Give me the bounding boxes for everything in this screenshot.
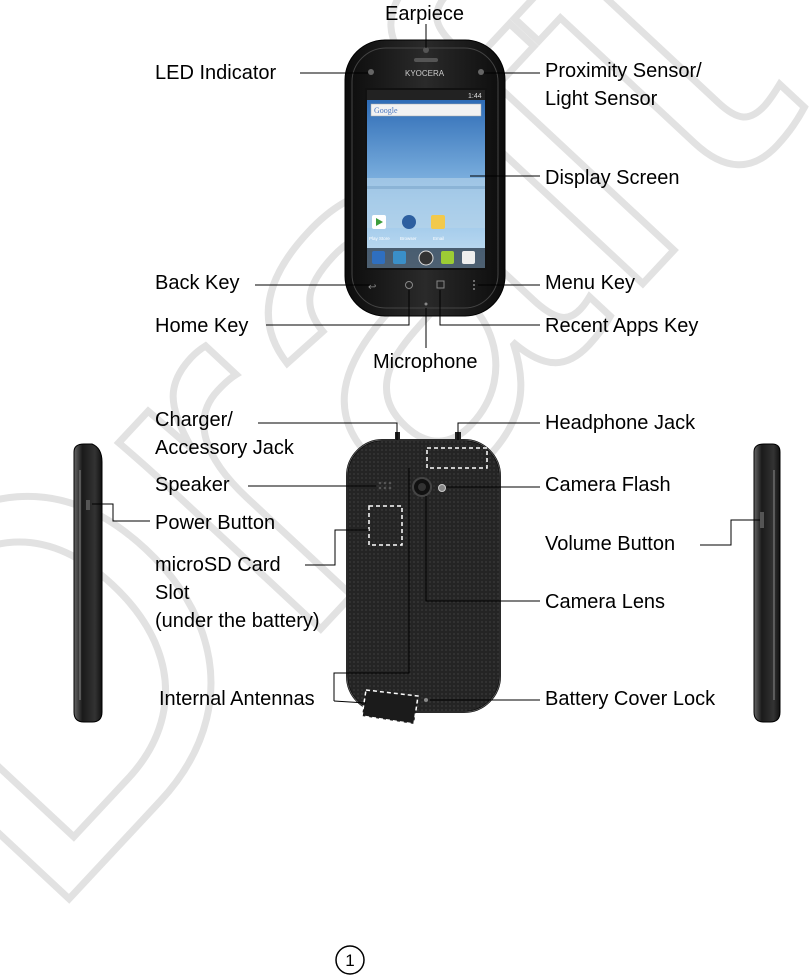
speaker-grille bbox=[378, 481, 392, 490]
label-earpiece: Earpiece bbox=[385, 3, 464, 25]
home-key-icon bbox=[405, 281, 413, 289]
messaging-app-icon bbox=[441, 251, 454, 264]
camera-app-icon bbox=[462, 251, 475, 264]
leader-lines-back bbox=[248, 422, 540, 704]
app-label-browser: Browser bbox=[400, 236, 417, 241]
app-label-email: Email bbox=[433, 236, 444, 241]
antenna-bottom-outline bbox=[361, 689, 419, 725]
app-label-play: Play Store bbox=[369, 236, 390, 241]
phone-app-icon bbox=[372, 251, 385, 264]
microsd-slot-outline bbox=[368, 505, 403, 546]
label-camera-lens: Camera Lens bbox=[545, 591, 666, 613]
label-menu-key: Menu Key bbox=[545, 272, 636, 294]
label-led-indicator: LED Indicator bbox=[155, 62, 277, 84]
page-number-badge: 1 bbox=[335, 945, 365, 975]
all-apps-icon bbox=[418, 250, 434, 266]
label-back-key: Back Key bbox=[155, 272, 240, 294]
email-icon bbox=[431, 215, 445, 229]
label-charger-jack: Charger/ Accessory Jack bbox=[155, 409, 294, 459]
label-speaker: Speaker bbox=[155, 474, 230, 496]
label-internal-antennas: Internal Antennas bbox=[159, 688, 315, 710]
label-camera-flash: Camera Flash bbox=[545, 474, 671, 496]
volume-leader bbox=[700, 519, 760, 546]
volume-button-part bbox=[760, 512, 764, 528]
microphone-hole bbox=[424, 302, 428, 306]
led-dot bbox=[368, 69, 374, 75]
label-home-key: Home Key bbox=[155, 315, 249, 337]
label-display-screen: Display Screen bbox=[545, 167, 680, 189]
contacts-app-icon bbox=[393, 251, 406, 264]
phone-side-left bbox=[73, 443, 103, 723]
label-microphone: Microphone bbox=[373, 351, 478, 373]
power-button-part bbox=[86, 500, 90, 510]
label-volume-button: Volume Button bbox=[545, 533, 676, 555]
browser-icon bbox=[402, 215, 416, 229]
earpiece-hole bbox=[423, 47, 429, 53]
label-recent-apps-key: Recent Apps Key bbox=[545, 315, 699, 337]
back-key-icon: ↩ bbox=[368, 282, 376, 293]
label-headphone-jack: Headphone Jack bbox=[545, 412, 696, 434]
phone-side-right bbox=[753, 443, 781, 723]
leader-lines-front bbox=[255, 24, 540, 348]
search-bar bbox=[370, 103, 482, 117]
phone-front: KYOCERA 1:44 Google Play Store Browser E… bbox=[344, 39, 506, 317]
search-text: Google bbox=[374, 106, 398, 115]
power-leader bbox=[92, 503, 150, 522]
brand-logo: KYOCERA bbox=[405, 69, 445, 78]
status-clock: 1:44 bbox=[468, 93, 482, 100]
battery-cover-lock bbox=[424, 698, 428, 702]
recent-apps-key-icon bbox=[436, 280, 445, 289]
page-number: 1 bbox=[345, 951, 354, 970]
camera-flash bbox=[438, 484, 446, 492]
label-power-button: Power Button bbox=[155, 512, 276, 534]
label-proximity-sensor: Proximity Sensor/ Light Sensor bbox=[545, 60, 702, 110]
phone-back bbox=[346, 432, 501, 725]
sensor-dot bbox=[478, 69, 484, 75]
label-battery-cover-lock: Battery Cover Lock bbox=[545, 688, 716, 710]
label-microsd-slot: microSD Card Slot (under the battery) bbox=[155, 554, 320, 632]
menu-key-icon bbox=[473, 280, 475, 282]
antenna-top-outline bbox=[426, 447, 488, 469]
